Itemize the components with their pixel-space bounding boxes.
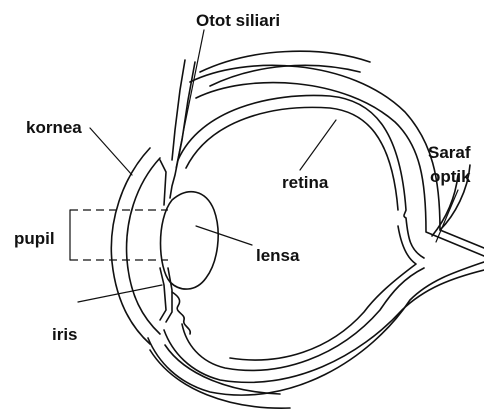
sclera-outer-wall-lower [148,262,484,395]
label-optic-nerve-line1: Saraf [428,143,471,162]
leader-cornea [90,128,132,175]
label-lens: lensa [256,246,300,265]
retina-layer-lower [182,268,424,370]
leader-retina [300,120,336,170]
label-iris: iris [52,325,78,344]
label-pupil: pupil [14,229,55,248]
ciliary-body-upper-wall [172,60,185,160]
cornea-inner [127,158,160,334]
leader-lens [196,226,252,245]
label-retina: retina [282,173,329,192]
ciliary-zonule-lower [172,292,190,334]
sclera-inner-wall-lower [164,270,484,382]
retina-inner-layer [186,107,398,210]
iris-lower [160,268,166,320]
label-cornea: kornea [26,118,82,137]
label-optic-nerve-line2: optik [430,167,471,186]
label-ciliary-muscle: Otot siliari [196,11,280,30]
iris-upper [160,160,166,205]
